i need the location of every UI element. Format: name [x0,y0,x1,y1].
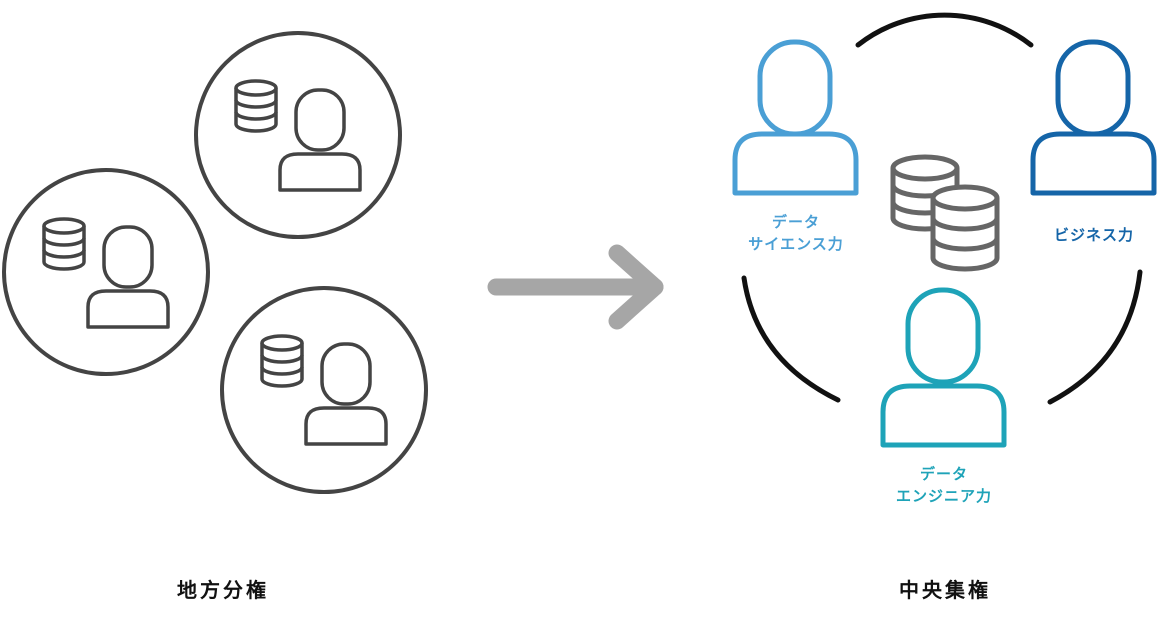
database-icon [930,184,1000,272]
role-label-line: ビジネス力 [1053,226,1134,244]
person-icon [880,287,1007,448]
role-label-data-engineering: データ エンジニア力 [869,463,1019,507]
person-icon [1030,39,1157,196]
team-ring [741,12,1143,405]
role-label-line: データ [919,465,968,483]
database-icon [42,217,86,271]
group-top [194,31,402,239]
centralized-caption: 中央集権 [899,578,991,602]
role-label-business: ビジネス力 [1019,224,1160,246]
database-icon [234,79,278,133]
person-icon [732,39,859,196]
decentralized-caption: 地方分権 [177,578,269,602]
role-label-line: エンジニア力 [895,487,992,505]
arrow-right-icon [487,244,664,330]
group-left [2,168,210,376]
role-label-data-science: データ サイエンス力 [721,211,871,255]
group-bottom [220,286,428,494]
role-label-line: データ [771,213,820,231]
role-label-line: サイエンス力 [748,235,844,253]
database-icon [260,334,304,388]
